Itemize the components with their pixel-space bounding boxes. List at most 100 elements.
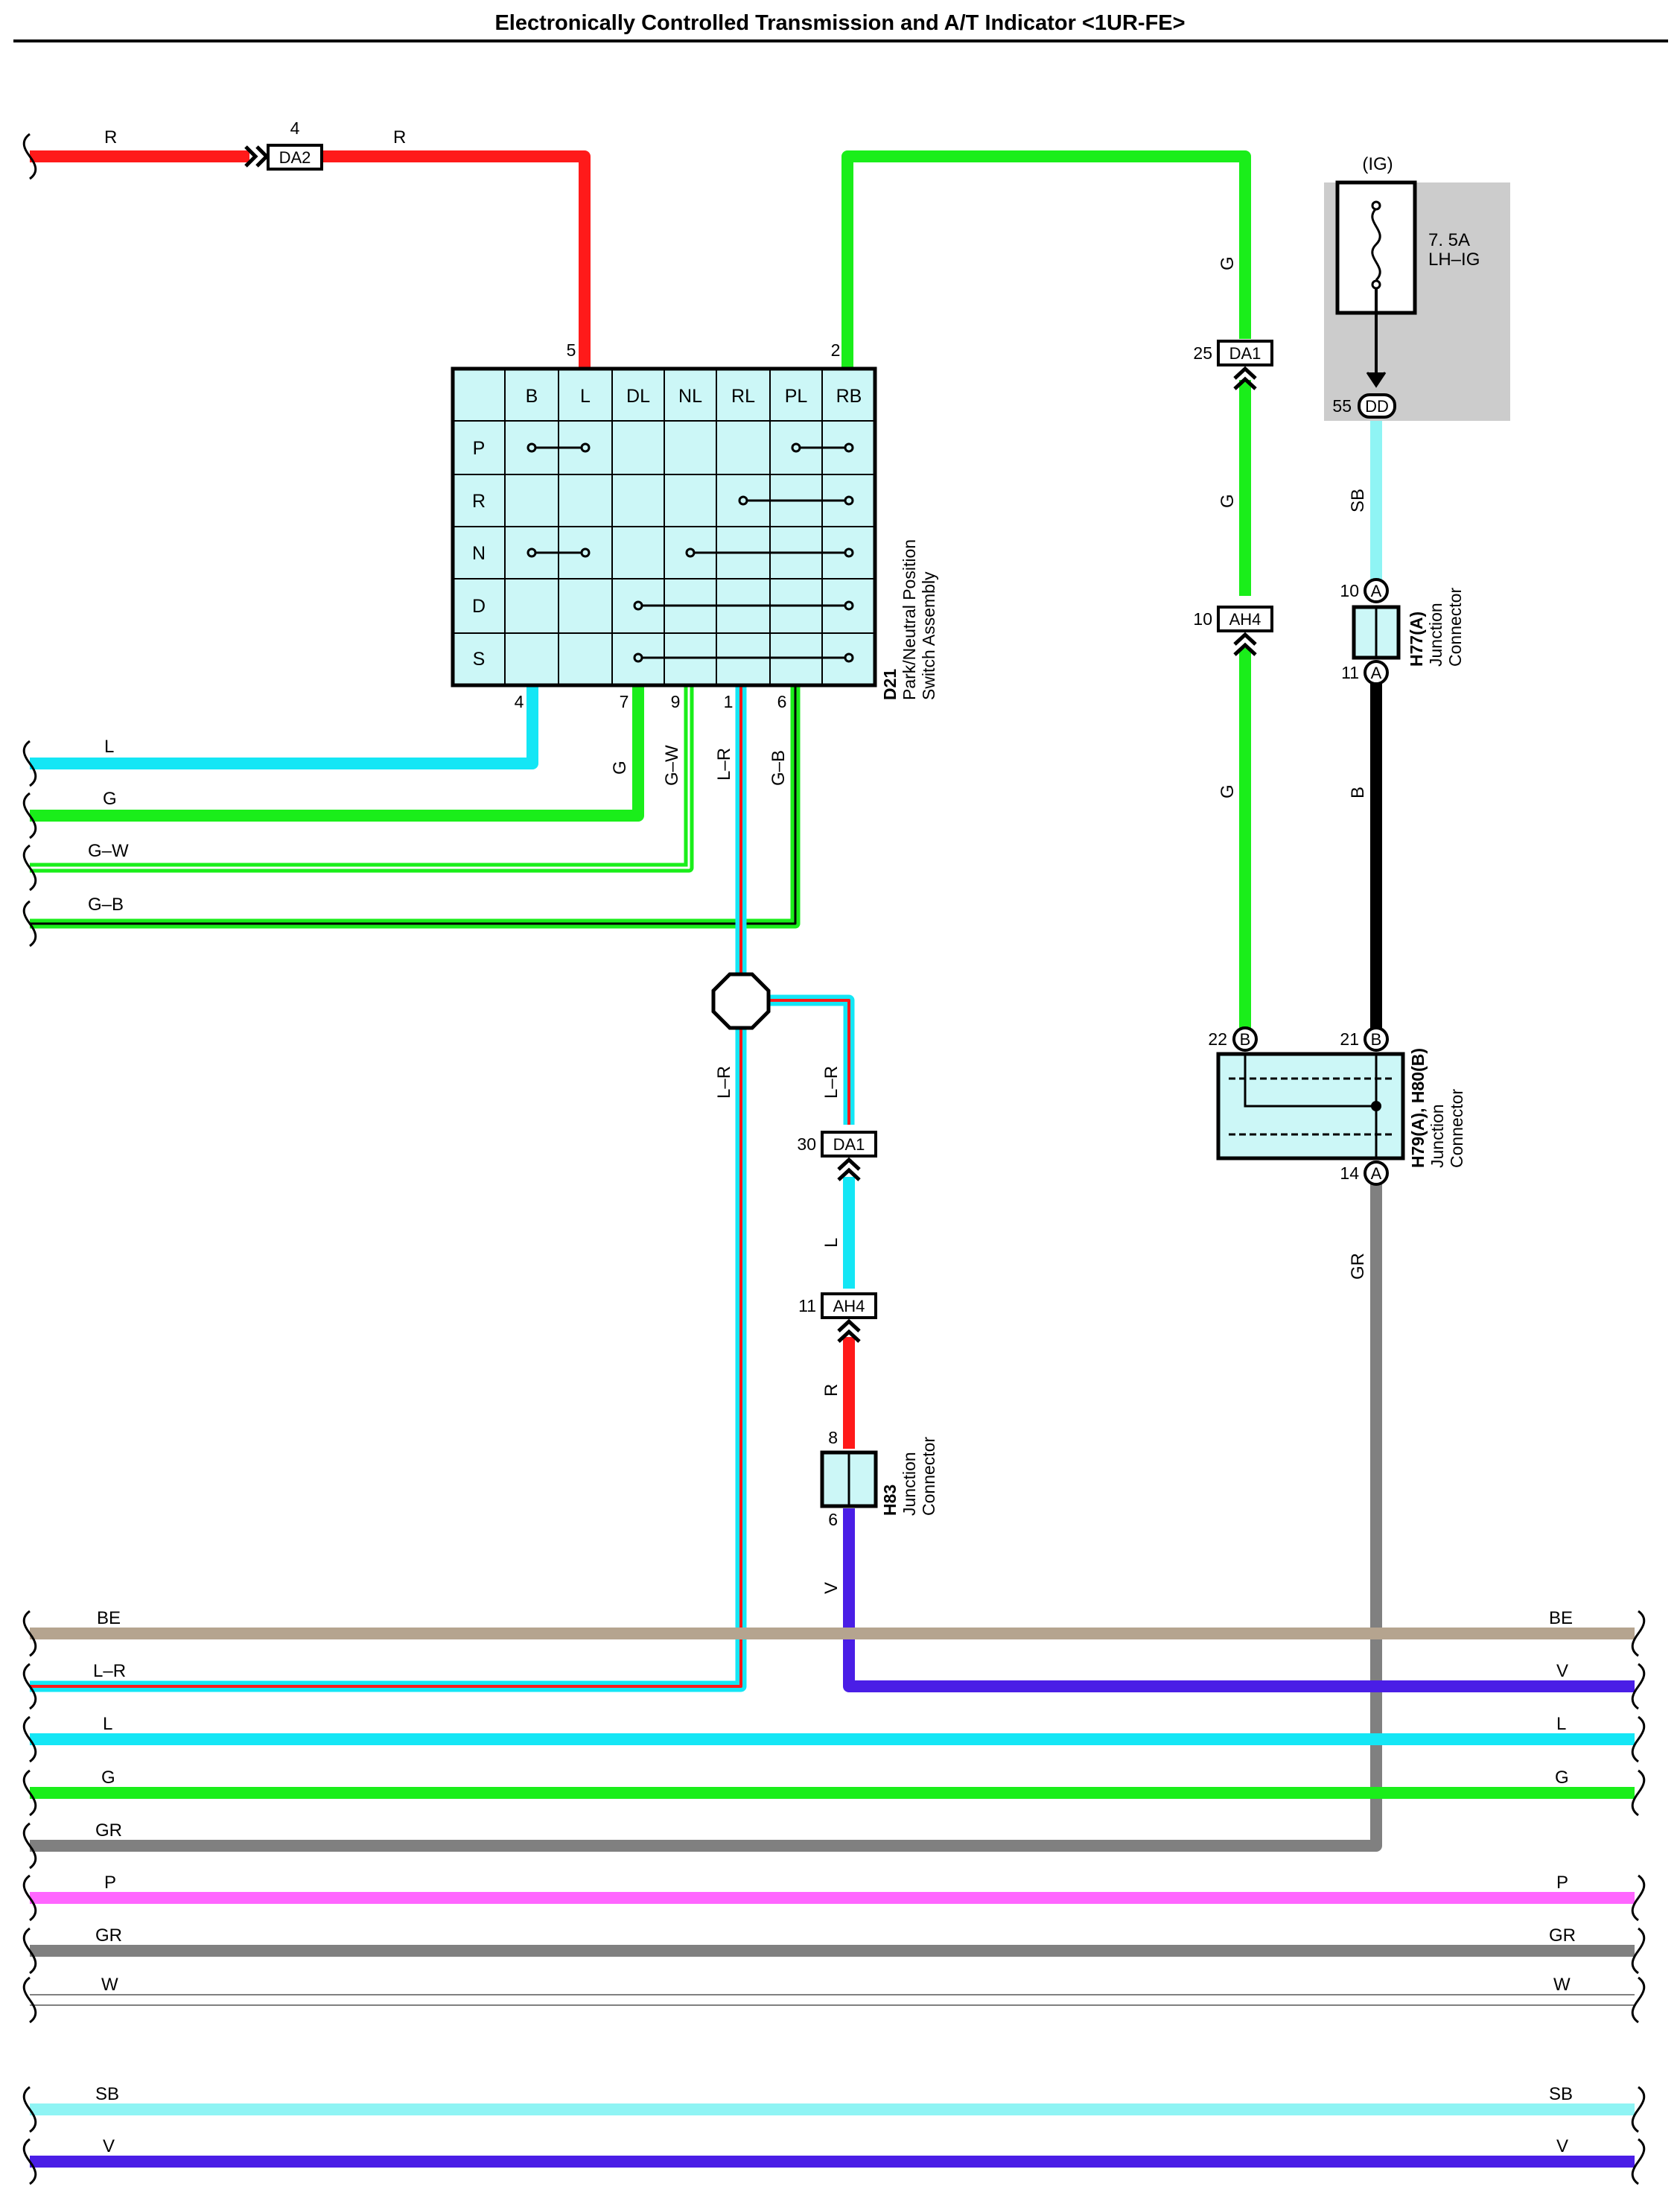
wire-label: L <box>821 1238 841 1248</box>
pin-number: 55 <box>1332 396 1352 416</box>
wire-label: B <box>1348 787 1368 798</box>
bus-label-right: V <box>1556 1661 1568 1681</box>
connector-da2: DA2 4 <box>244 118 323 171</box>
bus-label-right: GR <box>1549 1925 1576 1946</box>
chevron-up-icon <box>837 1157 861 1181</box>
wire-label: R <box>104 127 117 147</box>
connector-code: DA1 <box>1229 344 1261 363</box>
pin-number: 10 <box>1340 581 1359 600</box>
pin-number: 7 <box>620 692 629 711</box>
pin-number: 4 <box>290 118 300 138</box>
wire-break-marks <box>22 133 1646 2185</box>
component-description: Connector <box>919 1437 938 1516</box>
component-description: Connector <box>1447 1089 1466 1168</box>
pin-number: 2 <box>831 340 841 360</box>
component-description: Junction <box>1426 603 1445 667</box>
wire-gw-out <box>30 682 694 873</box>
pin-number: 21 <box>1340 1029 1359 1049</box>
bus-label-left: L <box>103 1714 112 1734</box>
bus-labels: BE BE L–R V L L G G GR P P GR GR W W SB … <box>93 1608 1576 2156</box>
pin-number: 11 <box>1341 663 1359 682</box>
wire-v-mid <box>843 1508 1635 1692</box>
bus-label-left: V <box>103 2136 115 2156</box>
pin-number: 14 <box>1340 1163 1359 1183</box>
switch-row-label: P <box>473 438 486 459</box>
pin-number: 6 <box>777 692 787 711</box>
bus-label-left: P <box>104 1873 116 1893</box>
wire-label: G <box>103 789 117 809</box>
wires <box>30 150 1635 2168</box>
connector-code: DA2 <box>279 148 311 167</box>
switch-column-label: NL <box>678 386 702 407</box>
bus-label-left: GR <box>95 1925 122 1946</box>
switch-continuity <box>526 442 854 663</box>
component-description: Connector <box>1445 588 1465 667</box>
switch-column-label: RB <box>836 386 862 407</box>
bus-label-right: G <box>1555 1768 1569 1788</box>
pin-number: 25 <box>1193 343 1212 363</box>
wire-label: L–R <box>714 748 734 781</box>
bus-label-right: SB <box>1549 2084 1573 2104</box>
pin-number: 30 <box>797 1134 816 1154</box>
pin-number: 11 <box>798 1296 816 1315</box>
wire-label: L <box>104 737 114 757</box>
pin-number: 5 <box>567 340 576 360</box>
connector-ah4-top: AH4 10 <box>1193 606 1273 656</box>
wire-label: G–W <box>662 745 682 786</box>
wire-label: GR <box>1348 1253 1368 1280</box>
junction-h77: A A 10 11 H77(A) Junction Connector <box>1340 578 1465 685</box>
splice-point <box>711 972 771 1030</box>
pin-number: 4 <box>515 692 524 711</box>
pin-number: 1 <box>724 692 734 711</box>
switch-column-label: DL <box>626 386 650 407</box>
chevron-up-icon <box>1233 632 1257 656</box>
wire-label: L–R <box>821 1066 841 1099</box>
component-description: Switch Assembly <box>919 571 938 700</box>
wire-label: V <box>821 1582 841 1594</box>
junction-h83: 8 6 H83 Junction Connector <box>820 1428 938 1529</box>
component-description: Park/Neutral Position <box>900 539 919 700</box>
connector-code: DA1 <box>833 1135 865 1154</box>
connector-da1-top: DA1 25 <box>1193 340 1273 390</box>
switch-row-label: S <box>473 649 486 670</box>
pin-number: 6 <box>828 1510 838 1529</box>
bus-label-right: P <box>1556 1873 1568 1893</box>
pin-number: 9 <box>671 692 681 711</box>
wire-label: G–B <box>88 895 124 915</box>
wire-l-out <box>30 682 538 769</box>
bus-label-right: W <box>1553 1975 1571 1995</box>
wire-label: R <box>821 1384 841 1397</box>
bus-label-right: BE <box>1549 1608 1573 1628</box>
chevron-up-icon <box>837 1318 861 1343</box>
chevron-up-icon <box>1233 366 1257 390</box>
power-source-label: (IG) <box>1362 154 1393 174</box>
wire-g-top <box>841 150 1251 369</box>
pin-number: 10 <box>1193 609 1212 629</box>
bus-label-left: SB <box>95 2084 119 2104</box>
bus-label-left: G <box>101 1768 115 1788</box>
bus-label-left: GR <box>95 1820 122 1841</box>
wire-gr-main <box>30 1173 1382 1852</box>
bus-label-left: L–R <box>93 1661 126 1681</box>
wire-label: R <box>393 127 406 147</box>
component-id: H77(A) <box>1407 612 1426 667</box>
fuse-amperage: 7. 5A <box>1428 230 1470 250</box>
connector-code: A <box>1371 664 1382 682</box>
component-id: H83 <box>880 1485 900 1516</box>
bus-label-left: W <box>101 1975 118 1995</box>
connector-da1-mid: DA1 30 <box>797 1131 877 1181</box>
connector-code: B <box>1371 1030 1382 1049</box>
wire-lr-main <box>30 682 747 1692</box>
pin-number: 22 <box>1208 1029 1227 1049</box>
connector-code: B <box>1240 1030 1251 1049</box>
bus-label-left: BE <box>97 1608 121 1628</box>
wire-label: G–W <box>88 841 129 861</box>
diagram-title: Electronically Controlled Transmission a… <box>494 11 1185 35</box>
wire-label: G <box>1218 784 1238 798</box>
switch-row-label: D <box>472 596 486 617</box>
component-description: Junction <box>900 1452 919 1516</box>
connector-ah4-mid: AH4 11 <box>798 1292 877 1343</box>
component-id: H79(A), H80(B) <box>1408 1048 1428 1168</box>
wire-r-to-switch <box>320 150 591 369</box>
junction-h79-h80: B B A 22 21 14 H79(A), H80(B) Junction C… <box>1208 1026 1466 1186</box>
